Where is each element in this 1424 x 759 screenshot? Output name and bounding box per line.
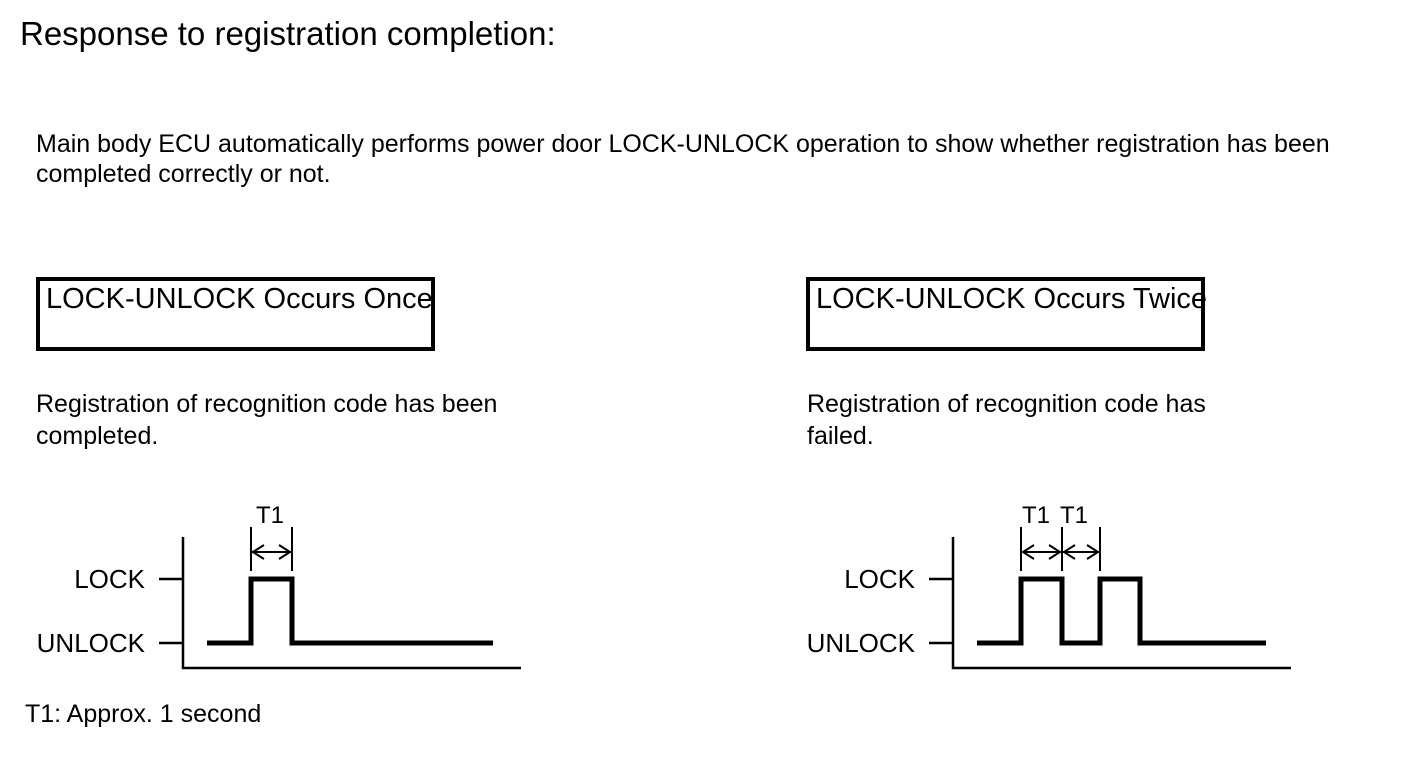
t1-label-second: T1	[1060, 502, 1088, 529]
axis-lines	[181, 537, 521, 670]
t1-extension-lines	[250, 527, 293, 571]
page-title: Response to registration completion:	[20, 15, 556, 52]
result-text-completed: Registration of recognition code has bee…	[36, 390, 498, 450]
intro-paragraph: Main body ECU automatically performs pow…	[36, 130, 1330, 188]
unlock-level-label: UNLOCK	[37, 628, 146, 658]
t1-arrow	[251, 544, 292, 560]
t1-label-first: T1	[1022, 502, 1050, 529]
t1-label: T1	[256, 502, 284, 529]
timing-diagram-twice: LOCK UNLOCK T1 T1	[807, 502, 1291, 670]
footnote-t1: T1: Approx. 1 second	[25, 700, 262, 728]
lock-level-label: LOCK	[844, 564, 915, 594]
timing-diagram-once: LOCK UNLOCK T1	[37, 502, 521, 670]
label-box-twice-text: LOCK-UNLOCK Occurs Twice	[816, 283, 1208, 315]
label-box-once: LOCK-UNLOCK Occurs Once	[36, 277, 435, 351]
result-text-failed: Registration of recognition code has fai…	[807, 390, 1206, 450]
lock-level-label: LOCK	[74, 564, 145, 594]
t1-arrow-second	[1062, 544, 1100, 560]
unlock-level-label: UNLOCK	[807, 628, 916, 658]
waveform-trace	[207, 576, 493, 646]
label-box-twice: LOCK-UNLOCK Occurs Twice	[806, 277, 1208, 351]
t1-extension-lines	[1020, 527, 1101, 571]
t1-arrow-first	[1021, 544, 1062, 560]
axis-lines	[951, 537, 1291, 670]
waveform-trace	[977, 576, 1266, 646]
label-box-once-text: LOCK-UNLOCK Occurs Once	[46, 283, 433, 315]
